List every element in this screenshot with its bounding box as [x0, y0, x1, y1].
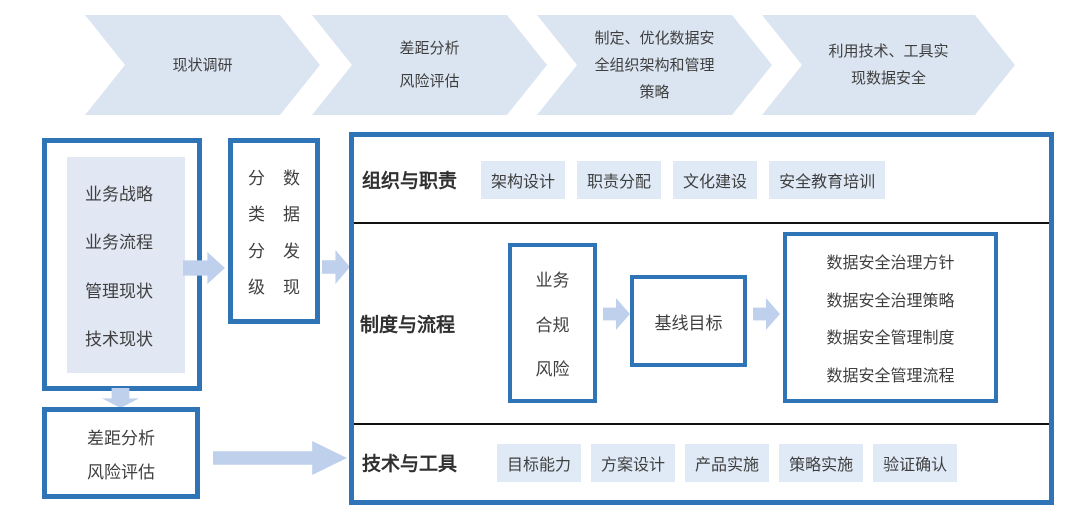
policy-line: 数据安全管理制度: [826, 330, 955, 348]
classification-discovery-box: 分 类 分 级 数 据 发 现: [228, 138, 320, 324]
process-step-label: 全组织架构和管理: [594, 56, 715, 74]
compliance-line: 合规: [535, 315, 570, 335]
policy-line: 数据安全治理策略: [826, 292, 955, 310]
policy-line: 数据安全治理方针: [826, 255, 955, 273]
chip-culture-building: 文化建设: [673, 160, 758, 199]
row-divider: [354, 222, 1049, 224]
process-step-label: 利用技术、工具实: [828, 43, 949, 60]
current-state-item: 业务流程: [85, 233, 153, 253]
process-step-research: 现状调研: [85, 15, 320, 115]
vertical-char: 级: [248, 277, 265, 297]
current-state-item: 技术现状: [85, 329, 153, 349]
current-state-panel: 业务战略 业务流程 管理现状 技术现状: [67, 157, 185, 373]
vertical-char: 类: [248, 205, 265, 225]
policy-documents-box: 数据安全治理方针 数据安全治理策略 数据安全管理制度 数据安全管理流程: [783, 232, 998, 403]
process-step-label: 风险评估: [399, 73, 460, 90]
row-title-technology: 技术与工具: [362, 454, 458, 475]
chip-solution-design: 方案设计: [591, 443, 676, 482]
flow-arrow-right-icon: [213, 441, 347, 475]
process-step-label: 现状调研: [172, 56, 233, 74]
process-step-gap-analysis: 差距分析 风险评估: [312, 15, 547, 115]
gap-analysis-line: 风险评估: [87, 462, 155, 482]
flow-arrow-right-icon: [753, 298, 780, 330]
compliance-line: 风险: [535, 359, 570, 379]
row-divider: [354, 423, 1049, 425]
process-step-label: 策略: [639, 83, 670, 101]
vertical-char: 分: [248, 169, 265, 189]
classification-column: 分 类 分 级: [248, 153, 265, 309]
chip-duty-allocation: 职责分配: [577, 160, 662, 199]
business-compliance-risk-box: 业务 合规 风险: [508, 243, 597, 403]
chip-product-implementation: 产品实施: [685, 443, 770, 482]
process-step-label: 现数据安全: [850, 70, 926, 87]
row-organization: 组织与职责 架构设计 职责分配 文化建设 安全教育培训: [354, 137, 1049, 222]
chip-security-training: 安全教育培训: [769, 160, 886, 199]
framework-box: 组织与职责 架构设计 职责分配 文化建设 安全教育培训 制度与流程 业务 合规 …: [349, 132, 1054, 505]
process-step-technology: 利用技术、工具实 现数据安全: [762, 15, 1015, 115]
gap-analysis-box: 差距分析 风险评估: [42, 407, 200, 499]
baseline-target-label: 基线目标: [654, 313, 723, 333]
row-title-organization: 组织与职责: [362, 171, 458, 192]
data-discovery-column: 数 据 发 现: [283, 153, 300, 309]
chip-verification-confirmation: 验证确认: [873, 443, 958, 482]
compliance-line: 业务: [535, 271, 570, 291]
row-title-policy-process: 制度与流程: [360, 315, 456, 336]
framework-inner: 组织与职责 架构设计 职责分配 文化建设 安全教育培训 制度与流程 业务 合规 …: [354, 137, 1049, 500]
organization-chips: 架构设计 职责分配 文化建设 安全教育培训: [481, 160, 886, 199]
chip-target-capability: 目标能力: [497, 443, 582, 482]
chip-architecture-design: 架构设计: [481, 160, 566, 199]
vertical-char: 数: [283, 169, 300, 189]
vertical-char: 据: [283, 205, 300, 225]
process-step-label: 制定、优化数据安: [594, 29, 715, 47]
current-state-box: 业务战略 业务流程 管理现状 技术现状: [42, 138, 202, 391]
flow-arrow-right-icon: [322, 250, 350, 284]
vertical-char: 分: [248, 241, 265, 261]
current-state-item: 管理现状: [85, 281, 153, 301]
flow-arrow-down-icon: [102, 388, 139, 408]
baseline-target-box: 基线目标: [630, 275, 747, 367]
policy-line: 数据安全管理流程: [826, 367, 955, 385]
row-technology: 技术与工具 目标能力 方案设计 产品实施 策略实施 验证确认: [354, 425, 1049, 500]
process-step-org-strategy: 制定、优化数据安 全组织架构和管理 策略: [537, 15, 772, 115]
chip-strategy-implementation: 策略实施: [779, 443, 864, 482]
flow-arrow-right-icon: [603, 298, 630, 330]
gap-analysis-line: 差距分析: [87, 428, 155, 448]
technology-chips: 目标能力 方案设计 产品实施 策略实施 验证确认: [497, 443, 958, 482]
current-state-item: 业务战略: [85, 185, 153, 205]
process-step-label: 差距分析: [399, 40, 460, 57]
vertical-char: 现: [283, 277, 300, 297]
vertical-char: 发: [283, 241, 300, 261]
